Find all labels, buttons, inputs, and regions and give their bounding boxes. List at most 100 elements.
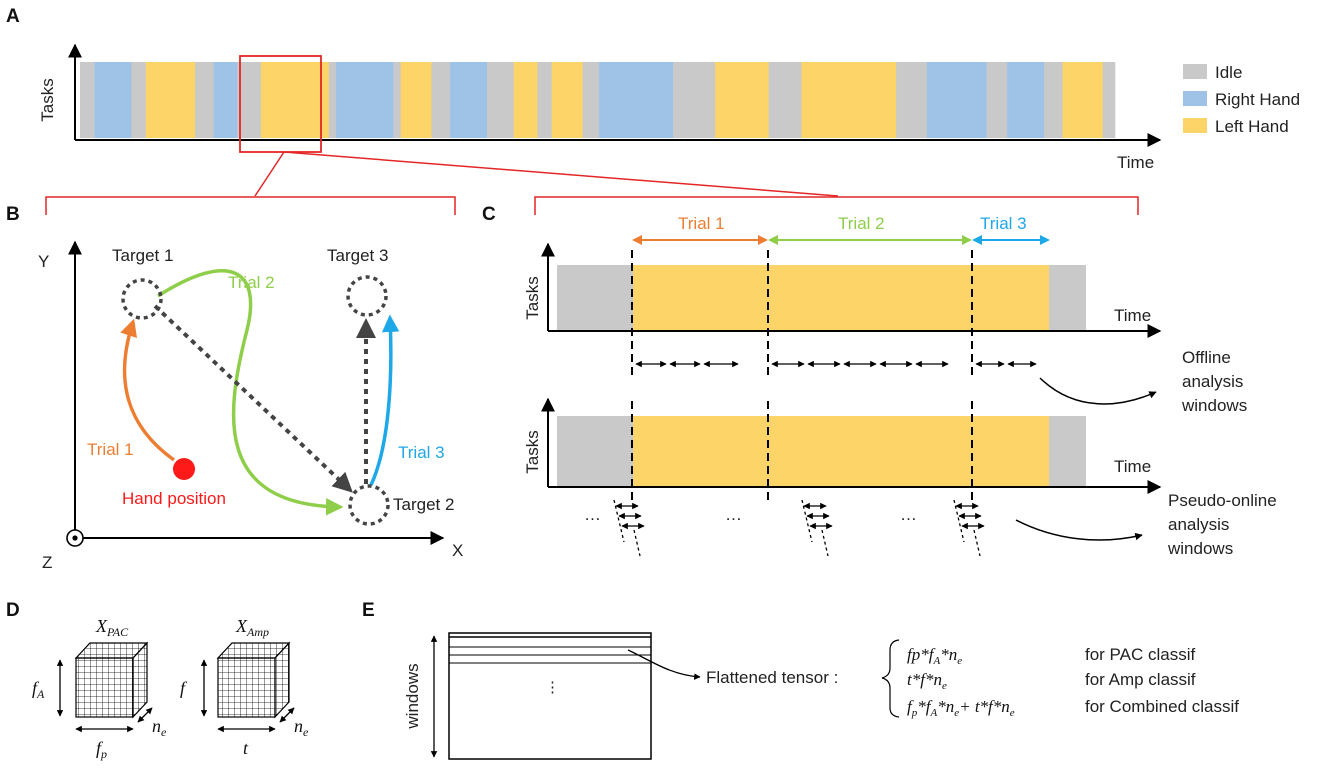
amp-cube — [200, 641, 295, 733]
formula-amp: t*f*ne — [907, 670, 947, 692]
task-segment-idle — [393, 62, 401, 138]
task-segment-idle — [80, 62, 95, 138]
legend-right-hand: Right Hand — [1215, 90, 1300, 109]
offline-pointer-arrow — [1039, 377, 1157, 405]
amp-title: XAmp — [235, 616, 269, 639]
task-segment-right-hand — [599, 62, 674, 138]
c-trial-3-label: Trial 3 — [980, 214, 1027, 233]
target-3-label: Target 3 — [327, 246, 388, 265]
panel-a-x-label: Time — [1117, 153, 1154, 172]
panel-d: D XPAC fA fp ne XAmp f t ne — [6, 600, 309, 761]
offline-label-2: analysis — [1182, 372, 1243, 391]
trial-1-label: Trial 1 — [87, 440, 134, 459]
panel-a-y-label: Tasks — [38, 78, 57, 121]
task-segment-idle — [328, 62, 337, 138]
pseudo-idle-start — [557, 416, 633, 486]
trial-2-label: Trial 2 — [228, 273, 275, 292]
panel-c-letter: C — [482, 204, 496, 225]
task-segment-idle — [537, 62, 553, 138]
legend-idle: Idle — [1215, 63, 1242, 82]
pac-cube — [56, 641, 153, 733]
amp-depth-arrow — [279, 707, 295, 723]
connector-to-b — [254, 151, 285, 197]
task-segment-idle — [1044, 62, 1063, 138]
legend-right-hand-swatch — [1183, 91, 1207, 106]
offline-idle-end — [1049, 265, 1086, 330]
panel-a: A Tasks Time Idle Right Hand Left Hand — [6, 6, 1300, 172]
task-segment-left-hand — [260, 62, 330, 138]
task-segment-left-hand — [1062, 62, 1103, 138]
task-segment-idle — [131, 62, 147, 138]
pseudo-windows-2 — [801, 499, 833, 557]
task-segment-idle — [487, 62, 515, 138]
task-sequence-bars — [80, 62, 1116, 138]
task-segment-right-hand — [450, 62, 488, 138]
formula-pac: fp*fA*ne — [907, 645, 962, 667]
task-segment-right-hand — [213, 62, 238, 138]
amp-cube-front — [217, 657, 276, 718]
formula-combined: fp*fA*ne+ t*f*ne — [907, 697, 1015, 719]
panel-a-letter: A — [6, 6, 20, 27]
task-segment-left-hand — [513, 62, 538, 138]
target-2-circle — [348, 484, 390, 526]
pac-title: XPAC — [95, 616, 129, 639]
offline-label-1: Offline — [1182, 348, 1231, 367]
ellipsis-1: … — [584, 505, 601, 524]
task-segment-right-hand — [1007, 62, 1045, 138]
ellipsis-3: … — [900, 505, 917, 524]
pac-depth-arrow — [137, 707, 153, 723]
c-trial-2-label: Trial 2 — [838, 214, 885, 233]
bracket-b — [45, 196, 456, 215]
offline-y-label: Tasks — [523, 276, 542, 319]
amp-vertical-label: f — [180, 678, 188, 698]
legend-idle-swatch — [1183, 64, 1207, 79]
axis-y-label: Y — [38, 252, 49, 271]
task-segment-idle — [896, 62, 928, 138]
pac-vertical-label: fA — [32, 678, 45, 701]
panel-d-letter: D — [6, 600, 20, 621]
pseudo-y-label: Tasks — [523, 430, 542, 473]
flattened-label: Flattened tensor : — [706, 668, 838, 687]
target-1-label: Target 1 — [112, 246, 173, 265]
task-segment-right-hand — [926, 62, 987, 138]
pseudo-label-1: Pseudo-online — [1168, 491, 1277, 510]
task-segment-idle — [195, 62, 214, 138]
target-2-label: Target 2 — [393, 495, 454, 514]
classif-pac-label: for PAC classif — [1085, 645, 1195, 664]
trial-2-path — [157, 269, 344, 516]
panel-b: B Y X Z Target 1 Target 2 Target 3 Trial… — [6, 204, 463, 572]
offline-label-3: windows — [1181, 396, 1247, 415]
pac-horizontal-label: fp — [96, 738, 107, 761]
axis-x-label: X — [452, 541, 463, 560]
matrix-vdots: ⋮ — [545, 679, 560, 696]
curly-brace — [881, 639, 900, 718]
connector-to-c — [283, 151, 839, 197]
task-segment-idle — [237, 62, 262, 138]
task-segment-right-hand — [335, 62, 394, 138]
task-segment-idle — [1102, 62, 1116, 138]
panel-b-letter: B — [6, 204, 20, 225]
legend-left-hand: Left Hand — [1215, 117, 1289, 136]
target-1-circle — [121, 278, 163, 320]
legend-left-hand-swatch — [1183, 118, 1207, 133]
panel-c: C Trial 1 Trial 2 Trial 3 Tasks Time Tas… — [482, 204, 1277, 558]
pseudo-label-2: analysis — [1168, 515, 1229, 534]
task-segment-idle — [986, 62, 1008, 138]
hand-position-label: Hand position — [122, 489, 226, 508]
pseudo-left-hand — [633, 416, 1049, 486]
trial-3-label: Trial 3 — [398, 443, 445, 462]
pseudo-windows-1 — [613, 499, 645, 557]
offline-x-label: Time — [1114, 306, 1151, 325]
z-axis-dot — [72, 535, 78, 541]
windows-matrix — [448, 632, 652, 760]
trial-3-path — [369, 314, 400, 486]
amp-depth-label: ne — [294, 716, 309, 739]
offline-left-hand — [633, 265, 1049, 330]
zoom-box — [239, 55, 322, 153]
windows-label: windows — [403, 663, 422, 729]
task-segment-idle — [431, 62, 451, 138]
panel-e: E ⋮ windows Flattened tensor : fp*fA*ne … — [362, 600, 1239, 760]
task-segment-left-hand — [551, 62, 583, 138]
flatten-arrow — [627, 649, 701, 680]
